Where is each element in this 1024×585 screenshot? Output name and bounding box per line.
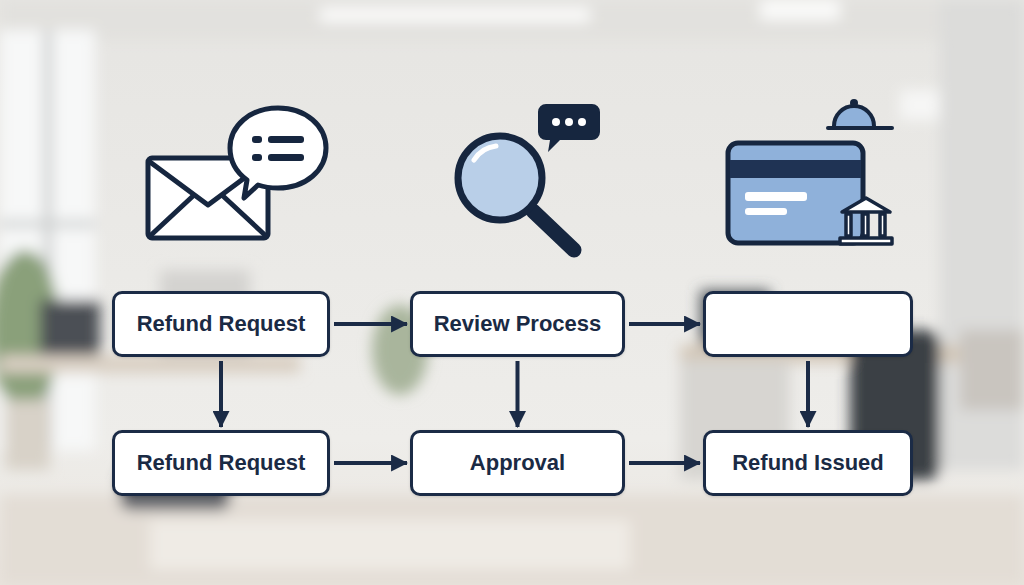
glass-partition <box>940 0 1024 470</box>
chat-dot <box>552 118 560 126</box>
process-box: Refund Issued <box>703 430 913 496</box>
ceiling-light <box>320 8 590 22</box>
flow-arrow <box>629 461 700 465</box>
chat-dot <box>565 118 573 126</box>
monitor <box>40 300 100 355</box>
plant-pot <box>5 400 50 470</box>
process-box <box>703 291 913 357</box>
process-box: Refund Request <box>112 291 330 357</box>
bank-roof <box>842 198 890 212</box>
card-line <box>745 192 807 201</box>
box-label: Refund Request <box>131 311 312 337</box>
magnifier-handle <box>533 211 574 250</box>
process-box: Refund Request <box>112 430 330 496</box>
bell-knob <box>850 99 858 107</box>
chat-bubble <box>538 104 600 152</box>
process-box: Review Process <box>410 291 625 357</box>
bank-base <box>840 238 892 244</box>
bank-pillar <box>863 214 868 236</box>
bank-pillar <box>880 214 885 236</box>
flow-arrow <box>334 461 407 465</box>
bubble-outline <box>230 108 326 198</box>
flow-arrow <box>806 361 810 427</box>
flow-arrow <box>334 322 407 326</box>
ceiling-light <box>760 0 840 20</box>
bank-icon <box>840 198 892 244</box>
ceiling <box>0 0 1024 40</box>
speech-bubble-icon <box>230 108 326 198</box>
bubble-lines <box>252 136 304 161</box>
shelf <box>960 330 1024 410</box>
card-body <box>728 143 863 243</box>
flow-arrow <box>219 361 223 427</box>
process-box: Approval <box>410 430 625 496</box>
bubble-dash <box>252 154 262 161</box>
flow-arrow <box>629 322 700 326</box>
bubble-dash <box>252 136 262 143</box>
bubble-dash <box>268 154 304 161</box>
box-label: Review Process <box>428 311 608 337</box>
bell-dome <box>834 106 874 126</box>
flow-arrow <box>516 361 520 427</box>
magnifier-lens <box>458 136 542 220</box>
magnifier-icon <box>458 104 600 250</box>
box-label: Refund Request <box>131 450 312 476</box>
envelope-fold <box>150 196 266 236</box>
lens-shine <box>474 146 496 160</box>
box-label: Refund Issued <box>726 450 890 476</box>
desk <box>0 355 300 373</box>
card-stripe <box>730 160 861 178</box>
card-icon <box>728 99 892 244</box>
box-label: Approval <box>464 450 571 476</box>
bank-pillar <box>846 214 851 236</box>
chat-dot <box>578 118 586 126</box>
window-frame <box>0 220 95 228</box>
floor-reflection <box>150 520 630 570</box>
bubble-dash <box>268 136 304 143</box>
bell-base <box>828 126 892 130</box>
card-line <box>745 208 787 215</box>
